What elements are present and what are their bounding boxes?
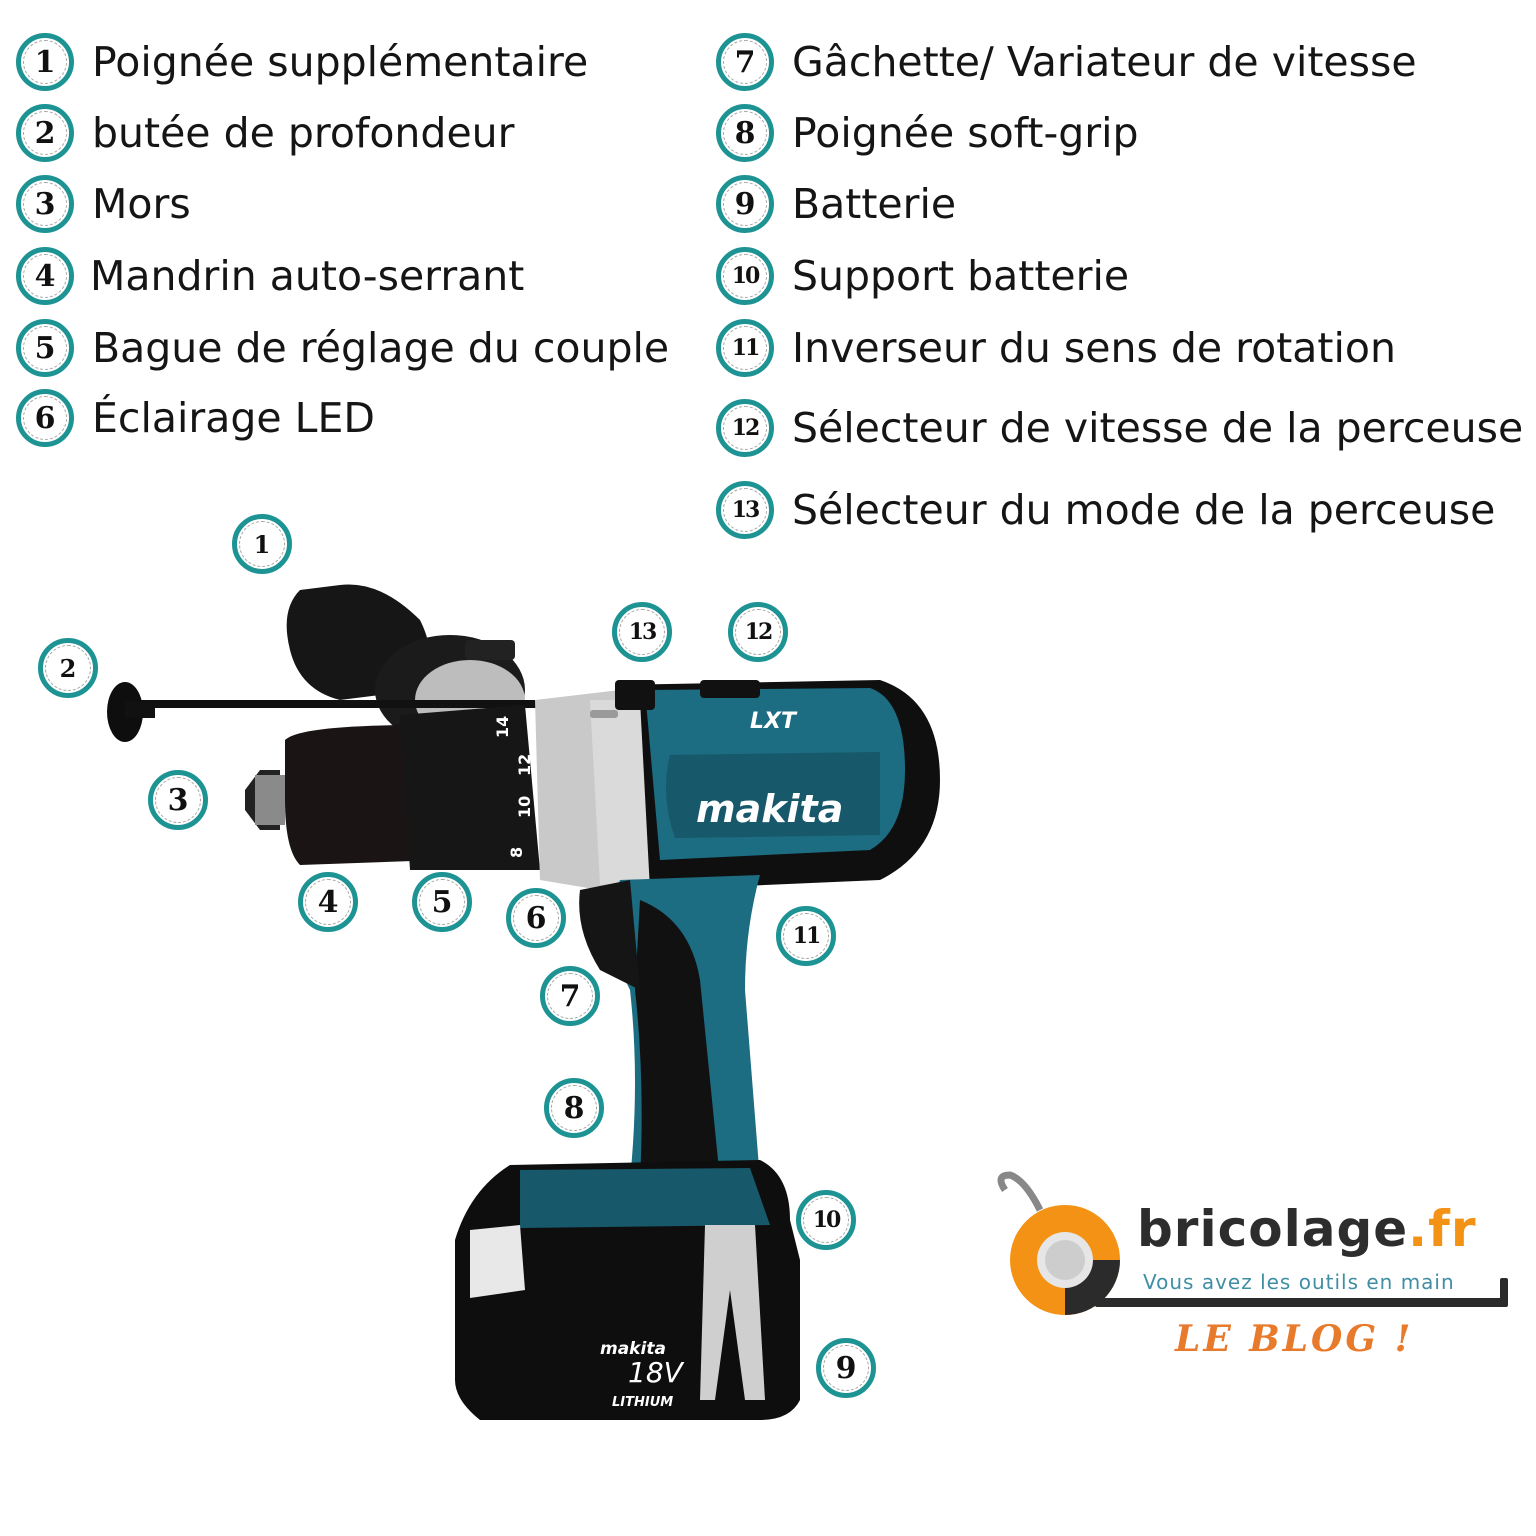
callout-7: 7 — [540, 966, 600, 1026]
callout-1: 1 — [232, 514, 292, 574]
chuck-icon — [245, 705, 540, 870]
legend-label: Sélecteur de vitesse de la perceuse — [792, 403, 1524, 452]
legend-label: butée de profondeur — [92, 108, 515, 157]
legend-item-11: 11 Inverseur du sens de rotation — [716, 316, 1396, 380]
legend-label: Batterie — [792, 179, 957, 228]
number-badge-13: 13 — [716, 481, 774, 539]
legend-item-12: 12 Sélecteur de vitesse de la perceuse — [716, 396, 1523, 460]
callout-2: 2 — [38, 638, 98, 698]
legend-item-9: 9 Batterie — [716, 172, 956, 236]
grip-handle-icon — [579, 875, 760, 1180]
number-badge-5: 5 — [16, 319, 74, 377]
drill-body — [615, 680, 940, 890]
number-badge-4: 4 — [16, 247, 74, 305]
number-badge-9: 9 — [716, 175, 774, 233]
legend-label: Bague de réglage du couple — [92, 323, 670, 372]
battery-brand-label: makita — [600, 1339, 666, 1359]
legend-item-8: 8 Poignée soft-grip — [716, 101, 1139, 165]
callout-11: 11 — [776, 906, 836, 966]
logo-blog-label: LE BLOG ! — [1175, 1318, 1414, 1360]
svg-text:8: 8 — [507, 847, 526, 858]
legend-label: Inverseur du sens de rotation — [792, 323, 1396, 372]
legend-item-7: 7 Gâchette/ Variateur de vitesse — [716, 30, 1417, 94]
legend-label: Gâchette/ Variateur de vitesse — [792, 37, 1417, 86]
svg-text:10: 10 — [515, 796, 534, 818]
callout-13: 13 — [612, 602, 672, 662]
callout-6: 6 — [506, 888, 566, 948]
number-badge-2: 2 — [16, 104, 74, 162]
battery-voltage-label: 18V — [628, 1356, 685, 1389]
number-badge-1: 1 — [16, 33, 74, 91]
callout-9: 9 — [816, 1338, 876, 1398]
depth-stop-icon — [107, 682, 560, 742]
lxt-label: LXT — [750, 709, 798, 734]
legend-label: Poignée soft-grip — [792, 108, 1139, 157]
legend-item-1: 1 Poignée supplémentaire — [16, 30, 588, 94]
legend-item-6: 6 Éclairage LED — [16, 386, 375, 450]
number-badge-12: 12 — [716, 399, 774, 457]
battery-type-label: LITHIUM — [612, 1395, 673, 1410]
makita-brand-label: makita — [696, 787, 843, 831]
legend-label: Support batterie — [792, 251, 1130, 300]
legend-item-4: 4 Mandrin auto-serrant — [16, 244, 524, 308]
tape-measure-icon — [997, 1171, 1120, 1315]
number-badge-8: 8 — [716, 104, 774, 162]
legend-item-13: 13 Sélecteur du mode de la perceuse — [716, 478, 1495, 542]
legend-label: Mors — [92, 179, 191, 228]
number-badge-6: 6 — [16, 389, 74, 447]
callout-5: 5 — [412, 872, 472, 932]
svg-text:14: 14 — [493, 716, 512, 738]
callout-10: 10 — [796, 1190, 856, 1250]
legend-item-2: 2 butée de profondeur — [16, 101, 515, 165]
number-badge-7: 7 — [716, 33, 774, 91]
logo-tagline: Vous avez les outils en main — [1143, 1270, 1455, 1294]
legend-label: Éclairage LED — [92, 393, 375, 442]
callout-4: 4 — [298, 872, 358, 932]
number-badge-10: 10 — [716, 247, 774, 305]
legend-label: Sélecteur du mode de la perceuse — [792, 485, 1496, 534]
callout-12: 12 — [728, 602, 788, 662]
legend-label: Poignée supplémentaire — [92, 37, 589, 86]
bricolage-logo: bricolage.fr Vous avez les outils en mai… — [985, 1170, 1515, 1370]
number-badge-3: 3 — [16, 175, 74, 233]
torque-ring-marks: 14 12 10 8 — [493, 716, 534, 858]
logo-bar-end — [1500, 1278, 1508, 1307]
legend-label: Mandrin auto-serrant — [90, 251, 525, 300]
logo-wordmark: bricolage.fr — [1137, 1200, 1477, 1258]
legend-item-3: 3 Mors — [16, 172, 191, 236]
legend-item-10: 10 Support batterie — [716, 244, 1129, 308]
logo-bar — [1095, 1298, 1507, 1307]
legend-item-5: 5 Bague de réglage du couple — [16, 316, 669, 380]
battery-icon — [455, 1160, 800, 1420]
callout-8: 8 — [544, 1078, 604, 1138]
number-badge-11: 11 — [716, 319, 774, 377]
svg-text:12: 12 — [515, 754, 534, 776]
callout-3: 3 — [148, 770, 208, 830]
